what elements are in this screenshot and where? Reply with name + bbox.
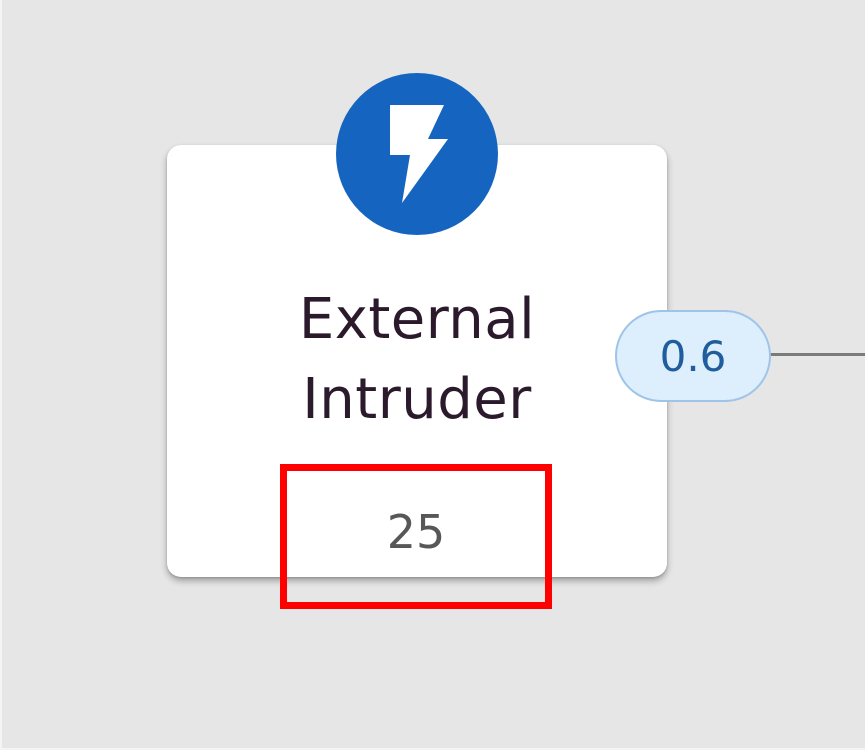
node-icon-badge <box>336 73 498 235</box>
node-title: External Intruder <box>167 280 667 440</box>
node-title-line2: Intruder <box>302 367 532 432</box>
node-title-line1: External <box>298 287 536 352</box>
edge-line[interactable] <box>762 353 865 356</box>
lightning-bolt-icon <box>390 105 448 203</box>
edge-weight-badge[interactable]: 0.6 <box>615 310 771 402</box>
node-value: 25 <box>386 504 446 559</box>
